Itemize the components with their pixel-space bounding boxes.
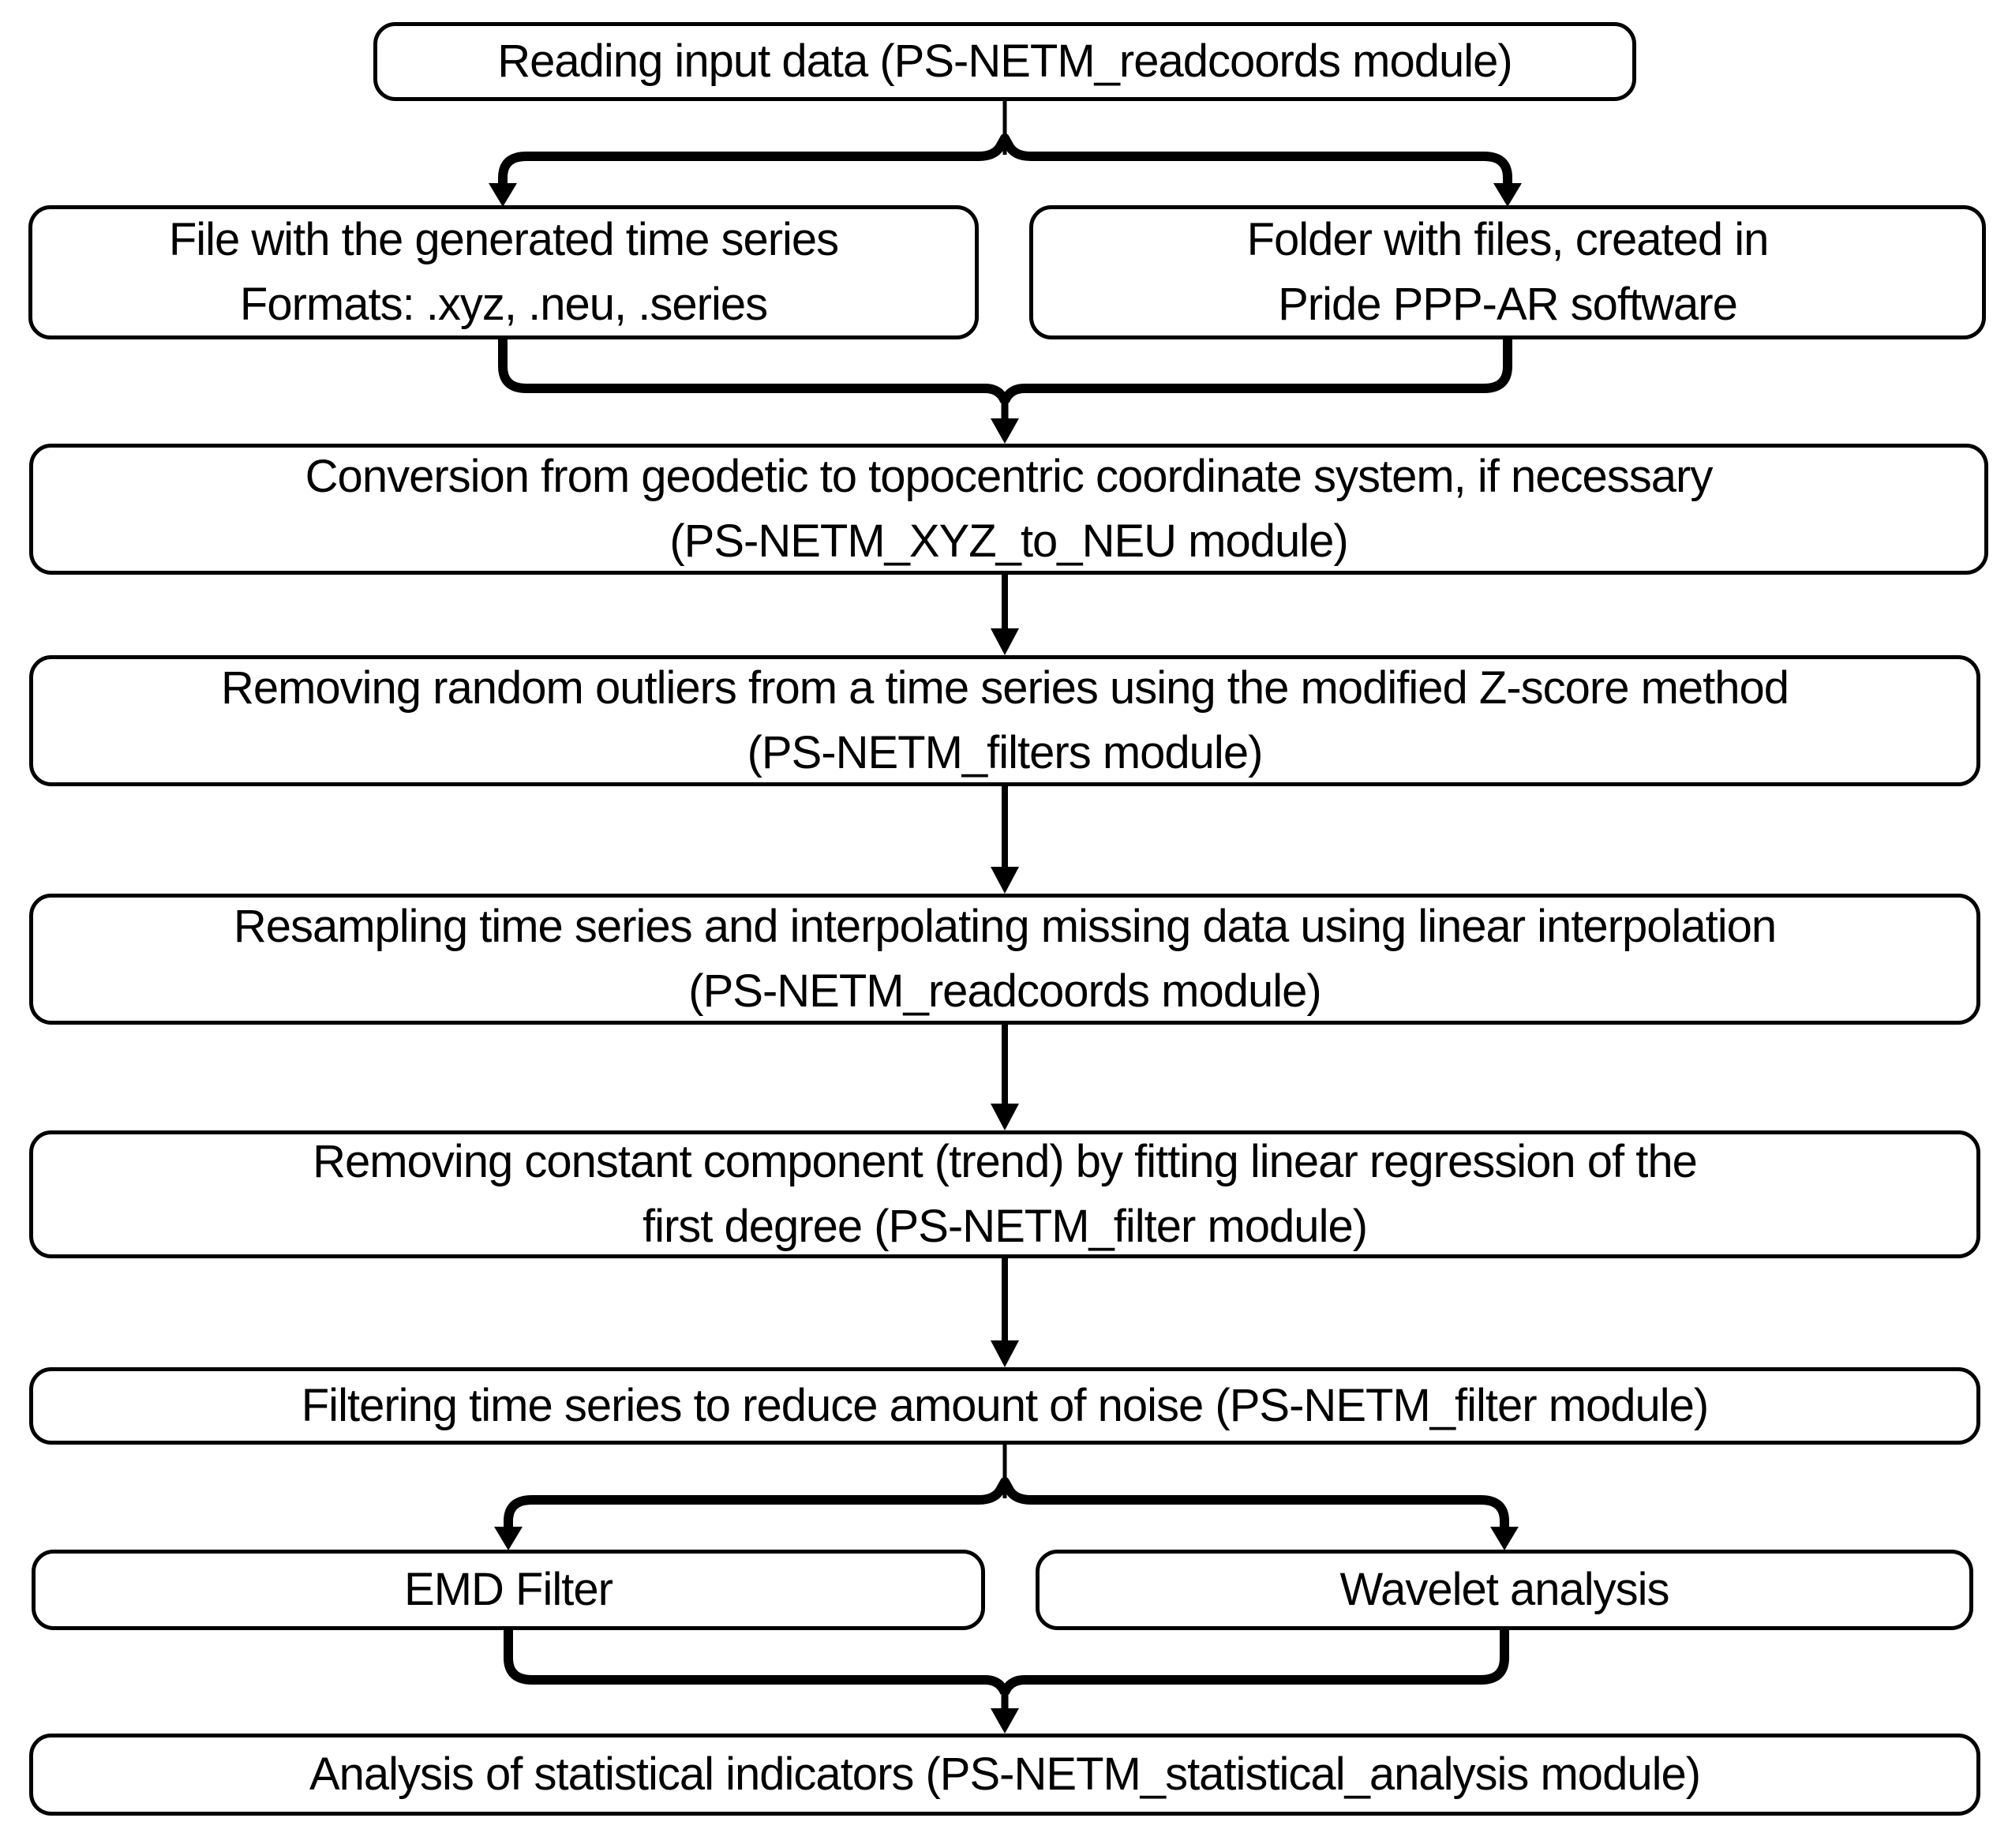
node-folder-input-label-line2: Pride PPP-AR software: [1278, 279, 1738, 330]
node-reading-input-label: Reading input data (PS-NETM_readcoords m…: [497, 36, 1512, 87]
node-resampling-label-line2: (PS-NETM_readcoords module): [688, 965, 1321, 1017]
node-wavelet-analysis-label: Wavelet analysis: [1339, 1564, 1669, 1615]
split-connector-filtering: [494, 1443, 1519, 1550]
merge-connector-input: [498, 338, 1512, 444]
node-file-input-label-line1: File with the generated time series: [168, 214, 839, 265]
arrowhead-to-folder: [1493, 183, 1522, 207]
arrow-outliers-to-resampling: [991, 785, 1019, 894]
node-detrend-label-line1: Removing constant component (trend) by f…: [313, 1136, 1698, 1187]
arrowhead-to-conversion: [991, 418, 1019, 444]
node-folder-input: Folder with files, created in Pride PPP-…: [1029, 205, 1986, 339]
node-file-input: File with the generated time series Form…: [28, 205, 979, 339]
node-noise-filtering-label: Filtering time series to reduce amount o…: [301, 1380, 1709, 1431]
arrowhead-to-wavelet: [1490, 1527, 1519, 1550]
node-file-input-label-line2: Formats: .xyz, .neu, .series: [239, 279, 768, 330]
arrowhead-to-emd: [494, 1527, 523, 1550]
node-outlier-removal: Removing random outliers from a time ser…: [29, 655, 1980, 786]
merge-connector-analysis: [504, 1629, 1509, 1734]
node-statistical-analysis-label: Analysis of statistical indicators (PS-N…: [309, 1749, 1701, 1800]
node-outlier-removal-label-line2: (PS-NETM_filters module): [747, 727, 1264, 778]
arrowhead-to-statistics: [991, 1708, 1019, 1734]
node-detrend-label-line2: first degree (PS-NETM_filter module): [642, 1201, 1368, 1252]
node-resampling-label-line1: Resampling time series and interpolating…: [233, 901, 1777, 952]
node-conversion-label-line1: Conversion from geodetic to topocentric …: [305, 451, 1714, 502]
node-resampling: Resampling time series and interpolating…: [29, 894, 1980, 1025]
split-connector-input: [489, 101, 1522, 207]
arrowhead-to-file: [489, 183, 517, 207]
node-emd-filter: EMD Filter: [32, 1550, 985, 1630]
node-outlier-removal-label-line1: Removing random outliers from a time ser…: [220, 662, 1789, 714]
node-reading-input: Reading input data (PS-NETM_readcoords m…: [373, 22, 1636, 101]
arrow-conversion-to-outliers: [991, 573, 1019, 655]
arrow-resampling-to-detrend: [991, 1023, 1019, 1130]
node-conversion: Conversion from geodetic to topocentric …: [29, 444, 1988, 575]
node-noise-filtering: Filtering time series to reduce amount o…: [29, 1367, 1980, 1445]
node-conversion-label-line2: (PS-NETM_XYZ_to_NEU module): [669, 515, 1348, 567]
node-folder-input-label-line1: Folder with files, created in: [1246, 214, 1770, 265]
node-statistical-analysis: Analysis of statistical indicators (PS-N…: [29, 1734, 1980, 1816]
node-wavelet-analysis: Wavelet analysis: [1036, 1550, 1973, 1630]
node-detrend: Removing constant component (trend) by f…: [29, 1130, 1980, 1258]
node-emd-filter-label: EMD Filter: [404, 1564, 613, 1615]
arrow-detrend-to-filtering: [991, 1257, 1019, 1367]
